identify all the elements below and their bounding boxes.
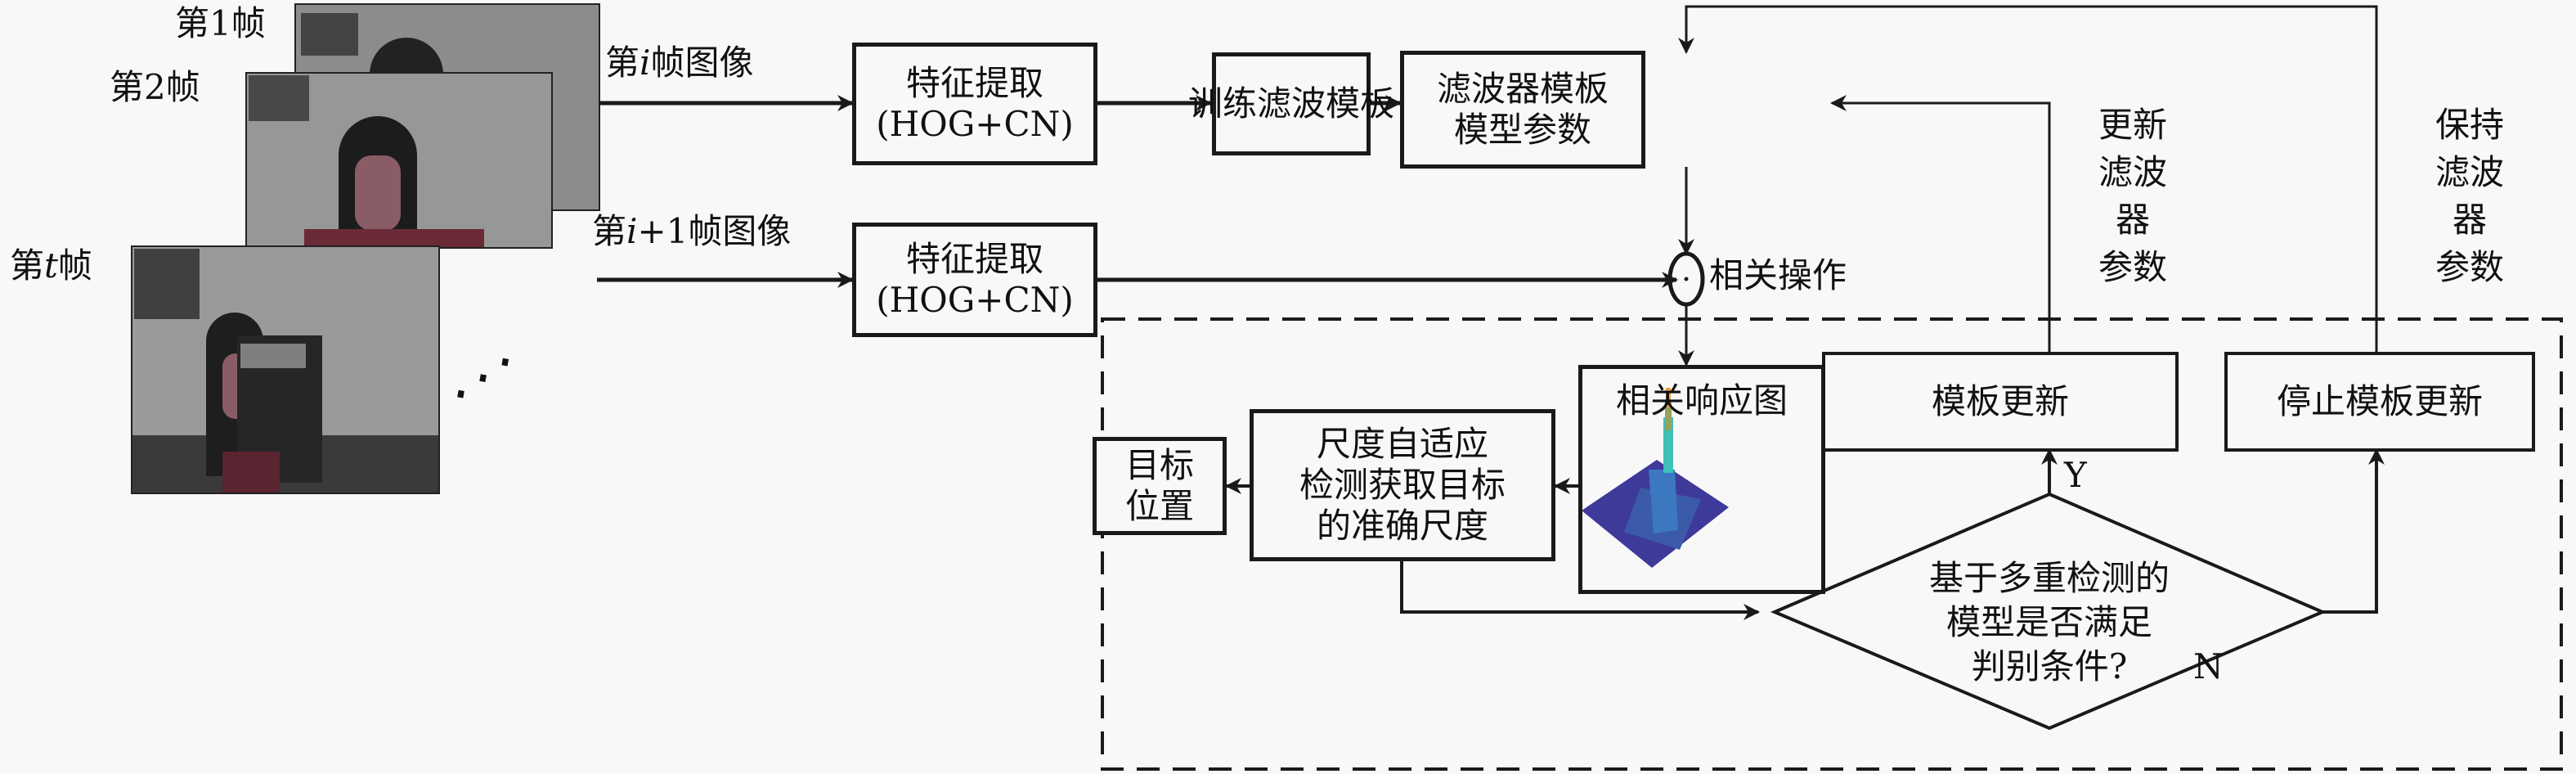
video-frame-2 [245,72,553,249]
response-surface-plot [1582,388,1729,568]
feature-extraction-bottom-box: 特征提取 (HOG+CN) [852,223,1097,337]
frame-i-post: 帧图像 [650,43,754,83]
keep-params-line3: 参数 [2435,247,2504,287]
train-filter-box: 训练滤波模板 [1188,52,1394,155]
stop-update-box: 停止模板更新 [2224,352,2535,452]
keep-params-line1: 保持 [2435,105,2504,145]
feature-bottom-line2: (HOG+CN) [876,280,1074,320]
frame-t-label: 第t帧 [10,245,92,286]
frame-2-label: 第2帧 [110,67,200,107]
filter-params-box: 滤波器模板 模型参数 [1400,51,1645,169]
correlation-dot [1684,277,1689,281]
update-params-line2: 滤波器 [2098,152,2167,240]
arrow-no-to-stop [2322,448,2385,614]
detection-region-dashed [1101,317,2563,771]
update-params-line3: 参数 [2098,247,2167,287]
template-update-label: 模板更新 [1931,381,2069,421]
video-frame-t [131,245,440,494]
decision-diamond [1770,492,2327,731]
feature-extraction-top-box: 特征提取 (HOG+CN) [852,43,1097,165]
correlation-op-label: 相关操作 [1709,255,1847,295]
decision-line3: 判别条件? [1971,646,2128,686]
target-position-box: 目标 位置 [1093,437,1227,535]
feature-bottom-line1: 特征提取 [905,239,1043,279]
feature-top-line1: 特征提取 [905,63,1043,103]
filter-params-line1: 滤波器模板 [1436,69,1609,109]
filter-params-line2: 模型参数 [1453,110,1591,150]
scale-adapt-box: 尺度自适应 检测获取目标 的准确尺度 [1250,409,1555,561]
no-label: N [2193,646,2224,686]
scale-adapt-line3: 的准确尺度 [1316,506,1488,546]
frame-i1-post: +1帧图像 [637,211,792,251]
template-update-box: 模板更新 [1822,352,2179,452]
keep-params-annotation: 保持 滤波器 参数 [2421,101,2519,291]
frame-t-label-pre: 第 [10,245,45,286]
keep-params-line2: 滤波器 [2435,152,2504,240]
frame-i-pre: 第 [605,43,640,83]
decision-line2: 模型是否满足 [1945,602,2152,642]
frame-t-label-post: 帧 [57,245,92,286]
scale-adapt-line2: 检测获取目标 [1299,465,1506,505]
yes-label: Y [2064,455,2087,495]
frame-i-image-label: 第i帧图像 [605,43,753,83]
decision-text: 基于多重检测的 模型是否满足 判别条件? [1812,556,2287,689]
target-pos-line2: 位置 [1124,486,1194,526]
response-map-label: 相关响应图 [1615,380,1788,421]
train-filter-label: 训练滤波模板 [1188,83,1395,124]
frame-i1-pre: 第 [592,211,627,251]
frame-i1-image-label: 第i+1帧图像 [592,211,791,252]
frame-i1-var: i [626,211,638,251]
target-pos-line1: 目标 [1124,445,1194,485]
ellipsis-dots: ⋰ [449,338,518,415]
scale-adapt-line1: 尺度自适应 [1316,424,1488,464]
update-params-line1: 更新 [2098,105,2167,145]
arrow-keep-feedback [1678,5,2378,353]
update-params-annotation: 更新 滤波器 参数 [2084,101,2182,291]
arrow-scale-to-decision [1400,561,1760,620]
frame-1-label: 第1帧 [175,3,266,43]
decision-line1: 基于多重检测的 [1928,558,2170,598]
feature-top-line2: (HOG+CN) [876,104,1074,144]
frame-t-label-var: t [44,245,58,286]
arrow-update-feedback [1830,95,2051,353]
response-map-box: 相关响应图 [1578,365,1825,594]
frame-i-var: i [640,43,651,83]
stop-update-label: 停止模板更新 [2276,381,2483,421]
